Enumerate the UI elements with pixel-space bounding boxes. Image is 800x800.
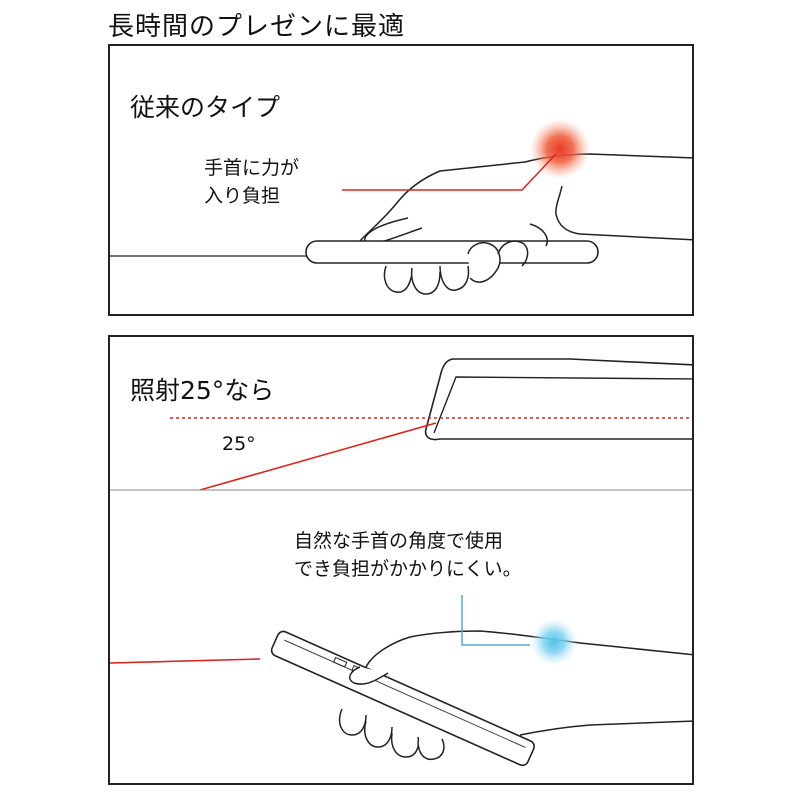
finger-b2 bbox=[364, 720, 393, 748]
panel-25-degree: 照射25°なら 25° 自然な手首の角度で使用 でき負担がかかりにくい。 bbox=[108, 335, 694, 785]
finger-3 bbox=[439, 265, 470, 291]
page-title: 長時間のプレゼンに最適 bbox=[108, 12, 406, 42]
relax-point-marker bbox=[530, 618, 578, 666]
leader-line-relax bbox=[461, 595, 530, 646]
conventional-illustration bbox=[110, 119, 692, 295]
finger-4 bbox=[467, 242, 501, 283]
forearm-lower-bottom bbox=[519, 720, 692, 736]
panel-conventional: 従来のタイプ 手首に力が 入り負担 bbox=[108, 44, 694, 316]
note-stress-line2: 入り負担 bbox=[204, 185, 281, 207]
presenter-device-tilted bbox=[270, 630, 535, 767]
knuckle-outline bbox=[497, 240, 529, 267]
finger-b1 bbox=[338, 708, 367, 736]
note-relax-line1: 自然な手首の角度で使用 bbox=[294, 530, 504, 552]
thumb-outline-bottom bbox=[349, 666, 389, 685]
leader-line-stress bbox=[342, 153, 557, 191]
device-edge bbox=[284, 639, 526, 748]
note-stress-line1: 手首に力が bbox=[204, 157, 300, 179]
forearm-lower-outline bbox=[555, 185, 692, 241]
angle-label: 25° bbox=[222, 433, 256, 455]
forearm-outline-bottom bbox=[365, 630, 692, 668]
panel-label-conventional: 従来のタイプ bbox=[130, 93, 281, 122]
screen-outline bbox=[424, 358, 692, 441]
device-body bbox=[270, 630, 535, 767]
finger-2 bbox=[410, 267, 441, 295]
note-relax: 自然な手首の角度で使用 でき負担がかかりにくい。 bbox=[294, 527, 522, 583]
laser-beam-line bbox=[199, 422, 437, 491]
note-stress: 手首に力が 入り負担 bbox=[204, 154, 299, 210]
panel-label-25-degree: 照射25°なら bbox=[130, 376, 275, 405]
finger-b3 bbox=[390, 732, 420, 758]
presenter-device bbox=[305, 240, 599, 264]
finger-b4 bbox=[417, 738, 445, 761]
finger-1 bbox=[383, 265, 413, 293]
thumb-outline bbox=[364, 217, 423, 245]
palm-outline bbox=[529, 223, 548, 247]
note-relax-line2: でき負担がかかりにくい。 bbox=[294, 558, 522, 580]
screen-inner-edge bbox=[433, 376, 692, 434]
device-button-1 bbox=[333, 656, 348, 668]
laser-emit-line bbox=[110, 658, 261, 664]
stress-point-marker bbox=[530, 119, 590, 179]
angled-illustration bbox=[110, 358, 692, 767]
